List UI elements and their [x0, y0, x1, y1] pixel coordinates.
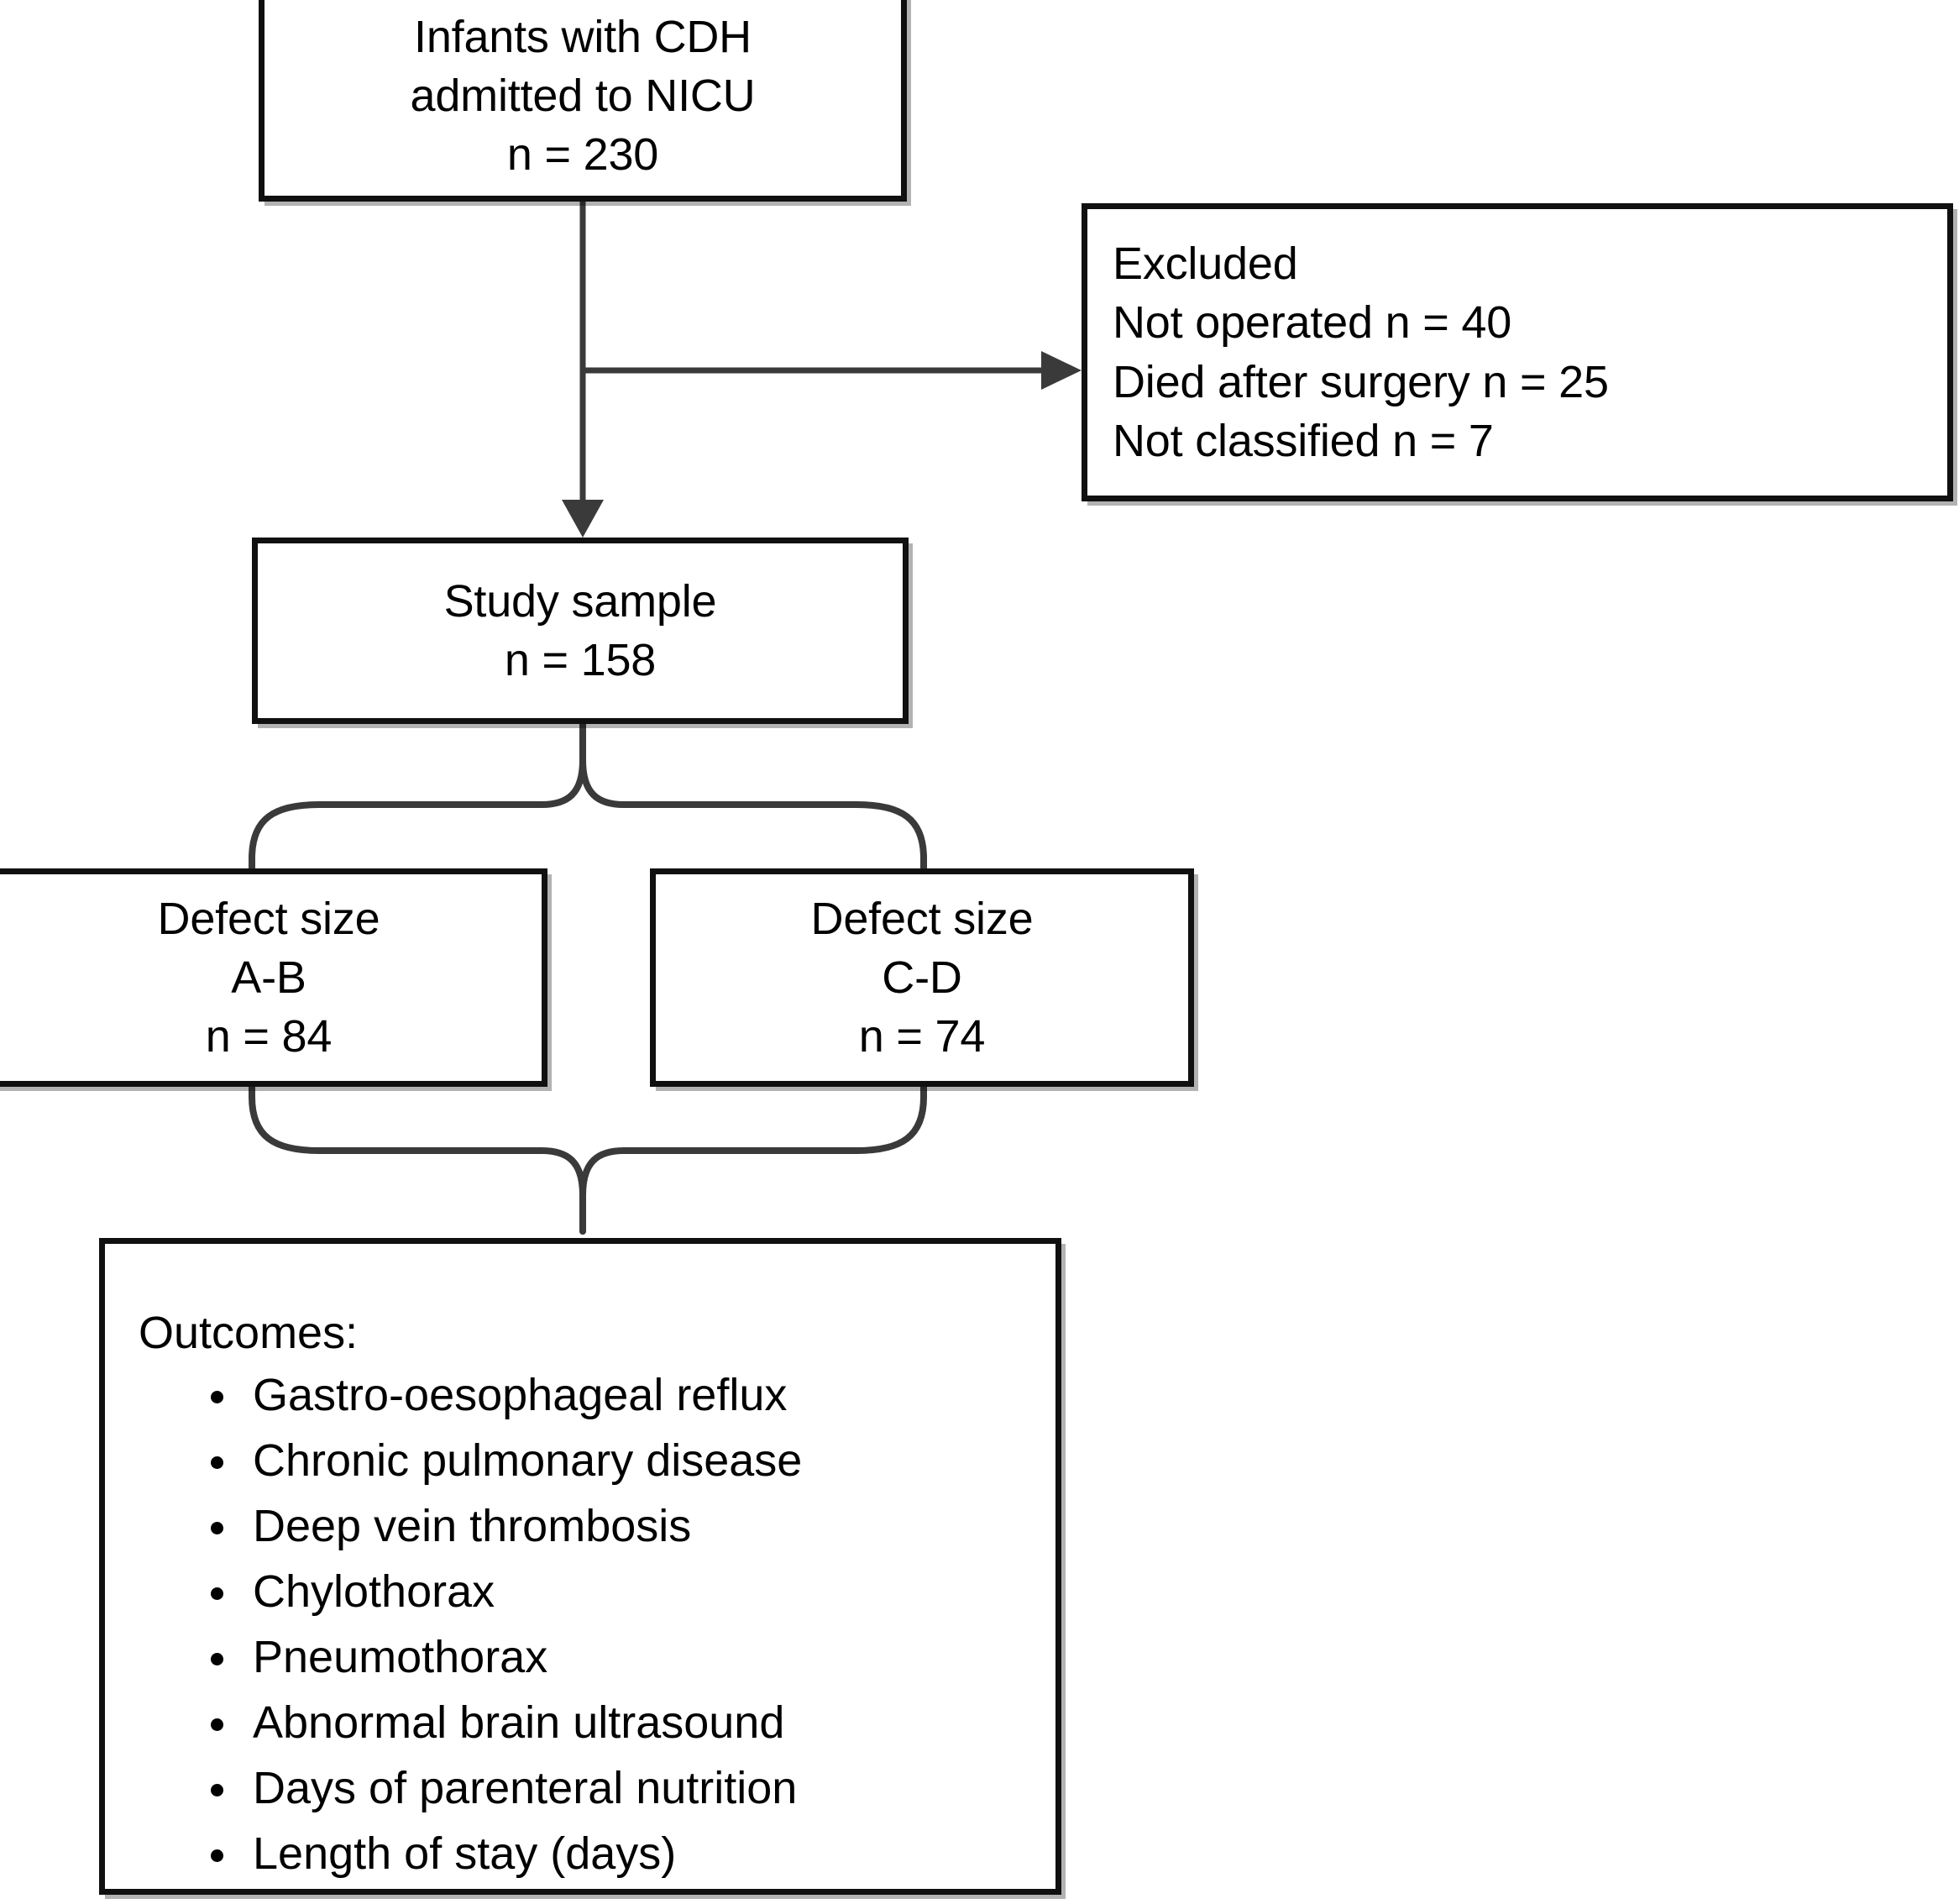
source-line-1: Infants with CDH [414, 11, 752, 62]
list-item: Chronic pulmonary disease [206, 1438, 1055, 1483]
source-line-2: admitted to NICU [410, 70, 756, 121]
defect-ab-grade: A-B [231, 952, 306, 1003]
list-item: Deep vein thrombosis [206, 1503, 1055, 1549]
box-source-population: Infants with CDH admitted to NICU n = 23… [259, 0, 907, 202]
list-item: Pneumothorax [206, 1634, 1055, 1680]
list-item: Gastro-oesophageal reflux [206, 1372, 1055, 1418]
source-count: n = 230 [506, 129, 659, 181]
excluded-heading: Excluded [1113, 239, 1298, 290]
outcomes-title: Outcomes: [139, 1308, 359, 1358]
list-item: Length of stay (days) [206, 1831, 1055, 1876]
defect-cd-count: n = 74 [858, 1011, 986, 1062]
list-item: Chylothorax [206, 1569, 1055, 1614]
box-outcomes: Outcomes: Gastro-oesophageal reflux Chro… [99, 1238, 1061, 1895]
outcomes-list: Gastro-oesophageal reflux Chronic pulmon… [139, 1372, 1055, 1896]
defect-ab-count: n = 84 [205, 1011, 333, 1062]
defect-ab-label: Defect size [157, 893, 380, 944]
connector-study-to-defects [249, 721, 927, 872]
list-item: Abnormal brain ultrasound [206, 1700, 1055, 1745]
box-study-sample: Study sample n = 158 [252, 538, 909, 724]
box-excluded: Excluded Not operated n = 40 Died after … [1082, 203, 1953, 501]
connector-source-to-excluded [583, 351, 1082, 390]
defect-cd-grade: C-D [882, 952, 962, 1003]
study-sample-count: n = 158 [504, 635, 657, 685]
list-item: Days of parenteral nutrition [206, 1765, 1055, 1811]
excluded-not-classified: Not classified n = 7 [1113, 415, 1494, 466]
excluded-died-after-surgery: Died after surgery n = 25 [1113, 356, 1609, 407]
box-defect-size-ab: Defect size A-B n = 84 [0, 868, 547, 1087]
connector-defects-to-outcomes [249, 1083, 927, 1235]
connector-source-to-study [562, 202, 604, 538]
box-defect-size-cd: Defect size C-D n = 74 [650, 868, 1194, 1087]
excluded-not-operated: Not operated n = 40 [1113, 297, 1512, 349]
study-sample-label: Study sample [443, 575, 717, 627]
defect-cd-label: Defect size [810, 893, 1034, 944]
